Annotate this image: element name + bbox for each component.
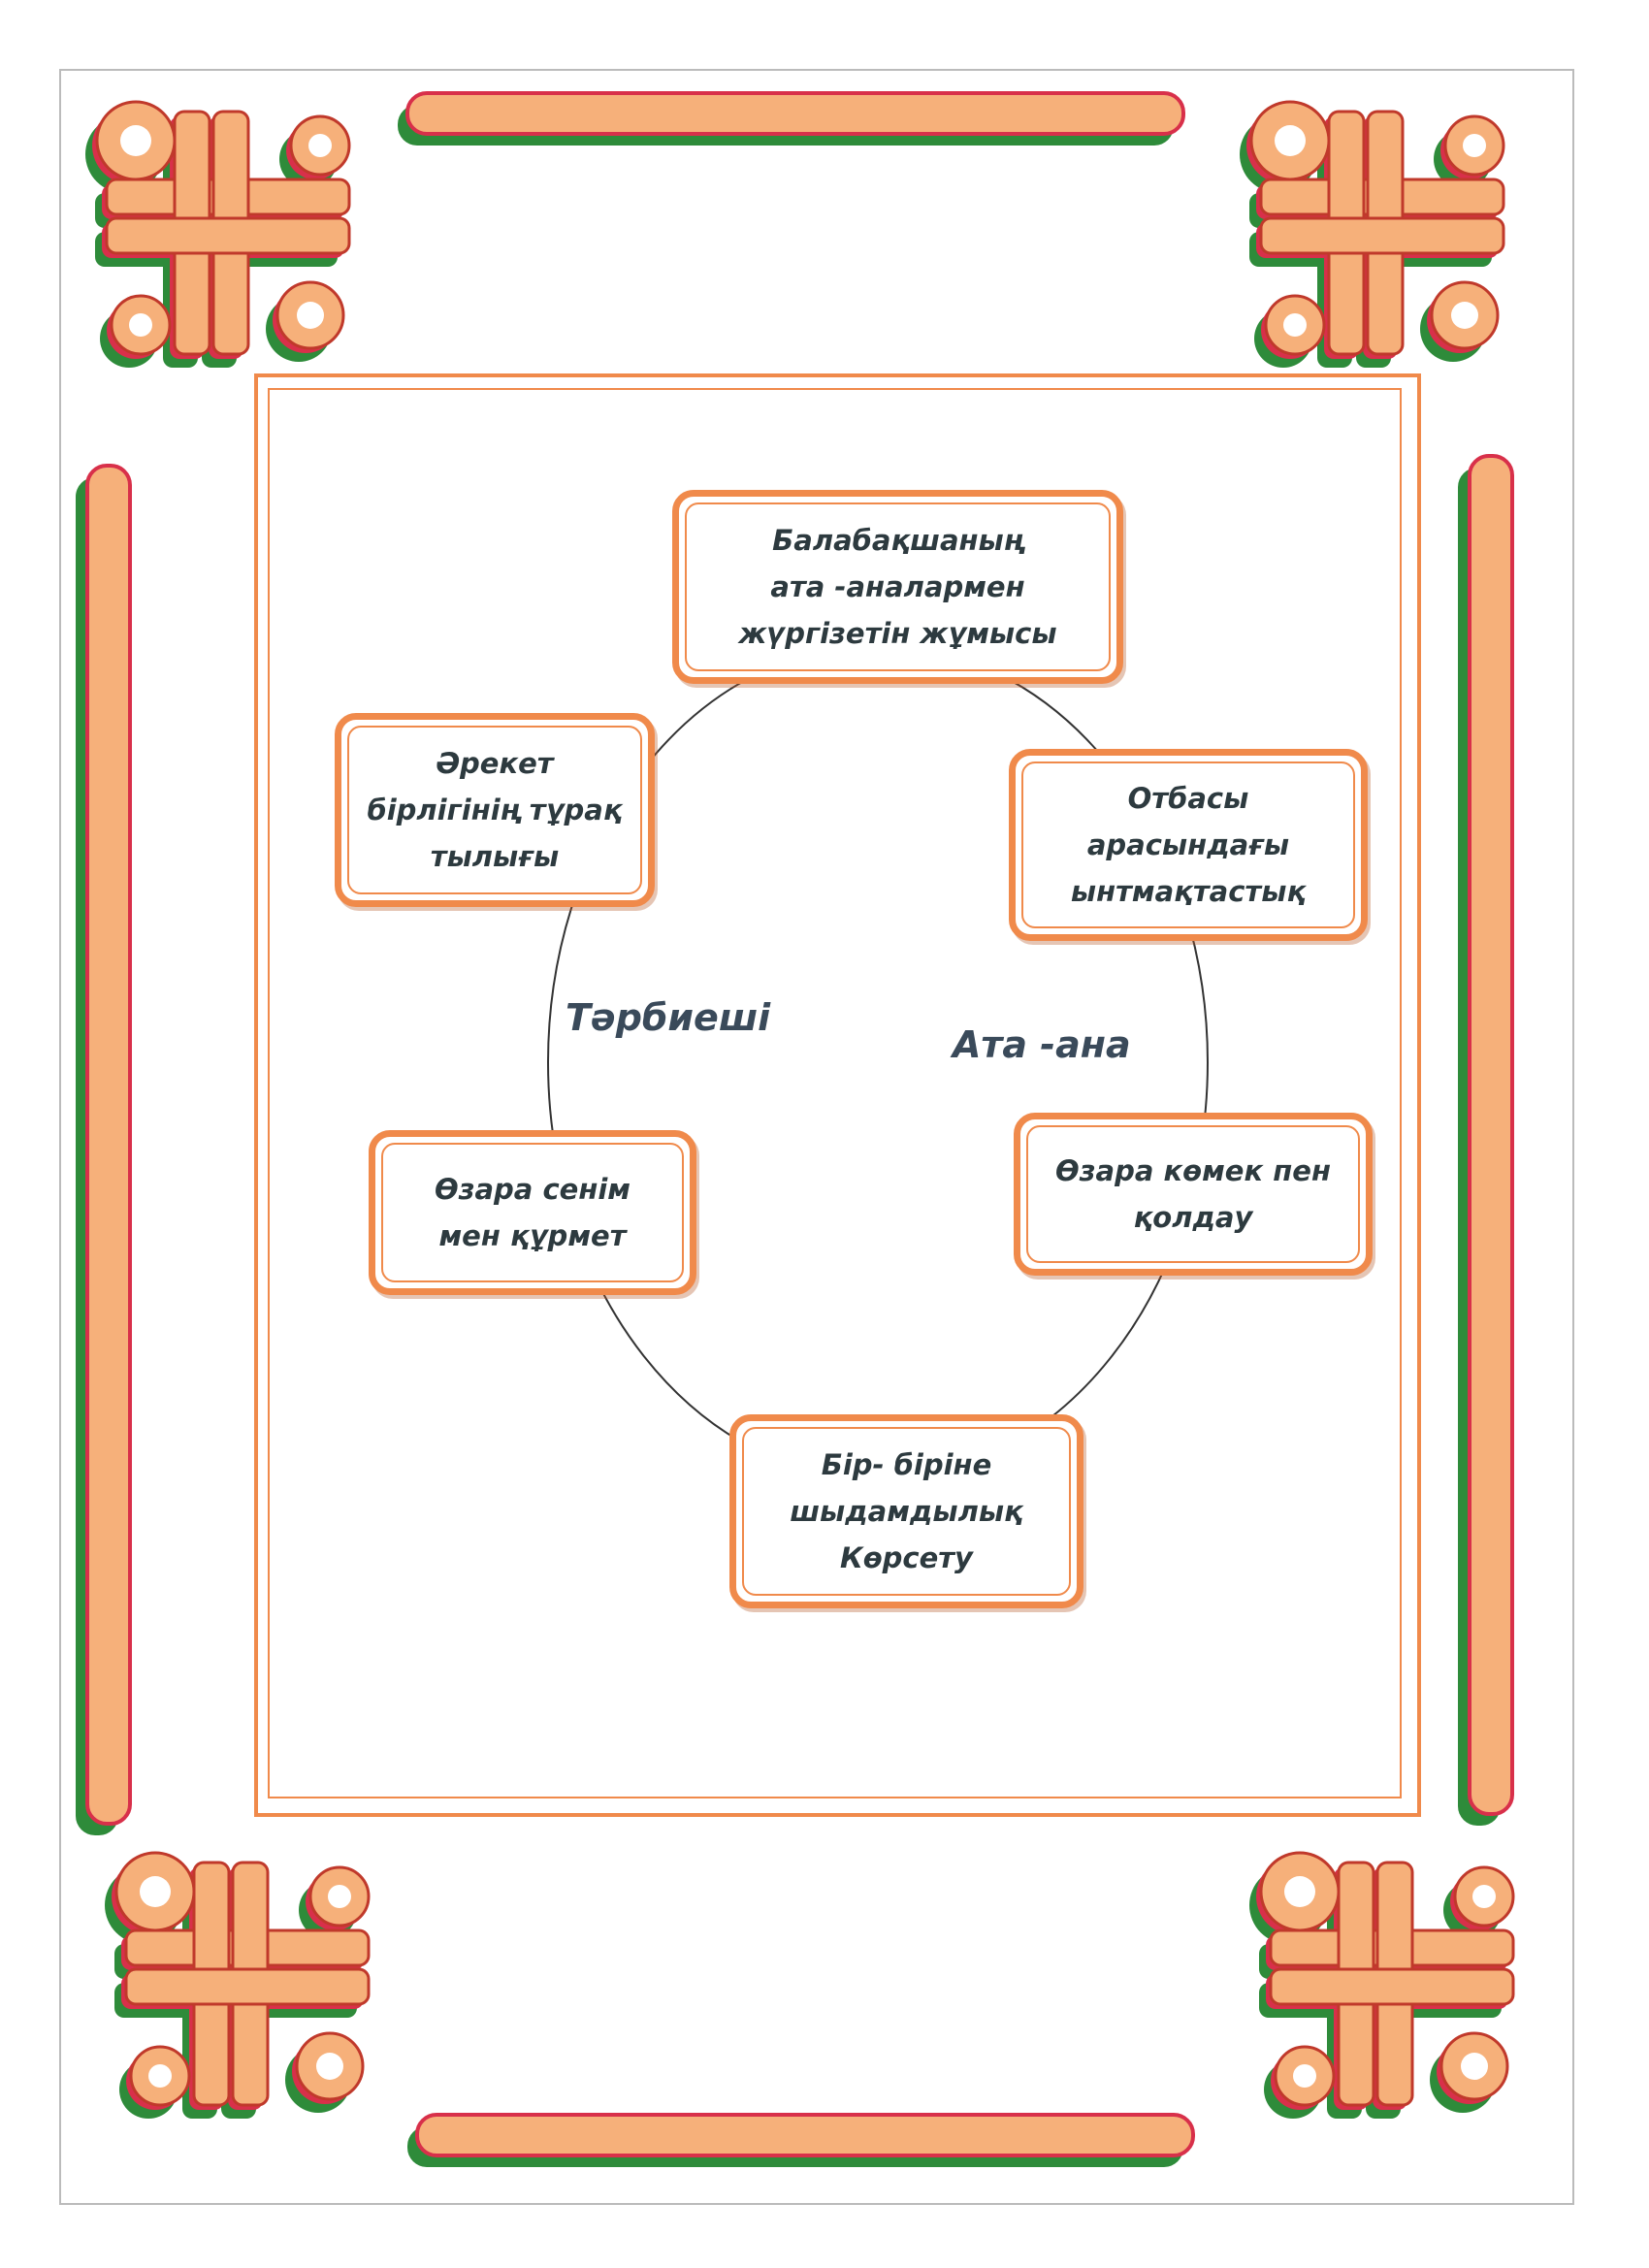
node-kindergarten-work-text: Балабақшаның ата -аналармен жүргізетін ж… <box>738 524 1057 650</box>
node-action-unity: Әрекет бірлігінің тұрақ тылығы <box>335 713 655 907</box>
node-family-solidarity-text: Отбасы арасындағы ынтмақтастық <box>1070 782 1307 908</box>
node-kindergarten-work: Балабақшаның ата -аналармен жүргізетін ж… <box>672 490 1123 684</box>
node-trust-respect-text: Өзара сенім мен құрмет <box>434 1173 631 1252</box>
label-teacher: Тәрбиеші <box>566 996 771 1039</box>
node-mutual-help: Өзара көмек пен қолдау <box>1014 1113 1373 1276</box>
frame-bars <box>76 91 1514 2167</box>
node-patience: Бір- біріне шыдамдылық Көрсету <box>729 1414 1083 1608</box>
node-patience-text: Бір- біріне шыдамдылық Көрсету <box>790 1448 1023 1574</box>
content-panel-inner <box>268 388 1402 1798</box>
label-parents: Ата -ана <box>953 1023 1131 1066</box>
node-mutual-help-text: Өзара көмек пен қолдау <box>1055 1154 1331 1234</box>
node-action-unity-text: Әрекет бірлігінің тұрақ тылығы <box>367 747 623 873</box>
node-family-solidarity: Отбасы арасындағы ынтмақтастық <box>1009 749 1368 941</box>
page-border <box>59 69 1574 2205</box>
node-trust-respect: Өзара сенім мен құрмет <box>369 1130 696 1295</box>
